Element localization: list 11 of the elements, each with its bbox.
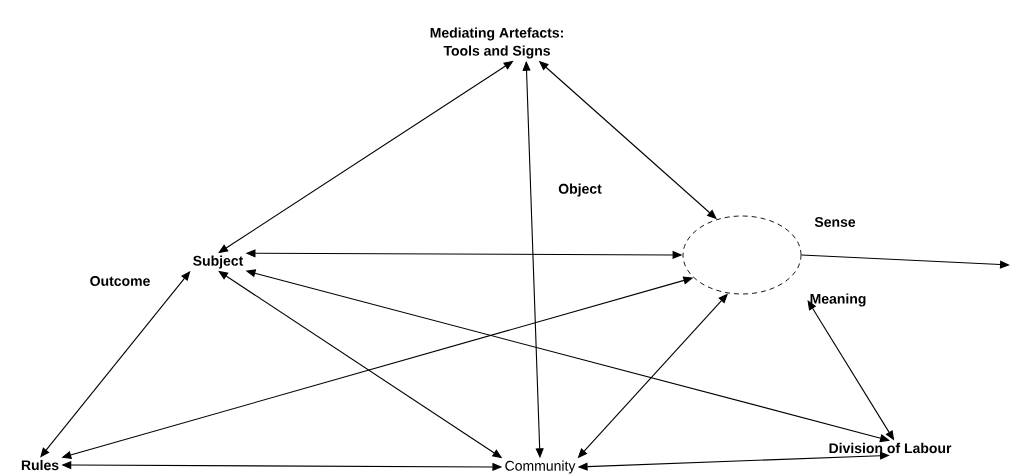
node-label: Meaning: [810, 293, 866, 307]
node-label: Mediating Artefacts: Tools and Signs: [430, 27, 563, 59]
label: Outcome: [90, 276, 150, 286]
arrow: [800, 254, 1010, 269]
node-label: Division of Labour: [829, 442, 952, 454]
node-label: Rules: [21, 459, 59, 471]
dashed-ellipse: [682, 215, 802, 295]
node-label: Subject: [193, 255, 244, 269]
label: Object: [558, 183, 602, 197]
node-label: Community: [505, 460, 576, 474]
node-caption: Sense: [814, 217, 856, 227]
